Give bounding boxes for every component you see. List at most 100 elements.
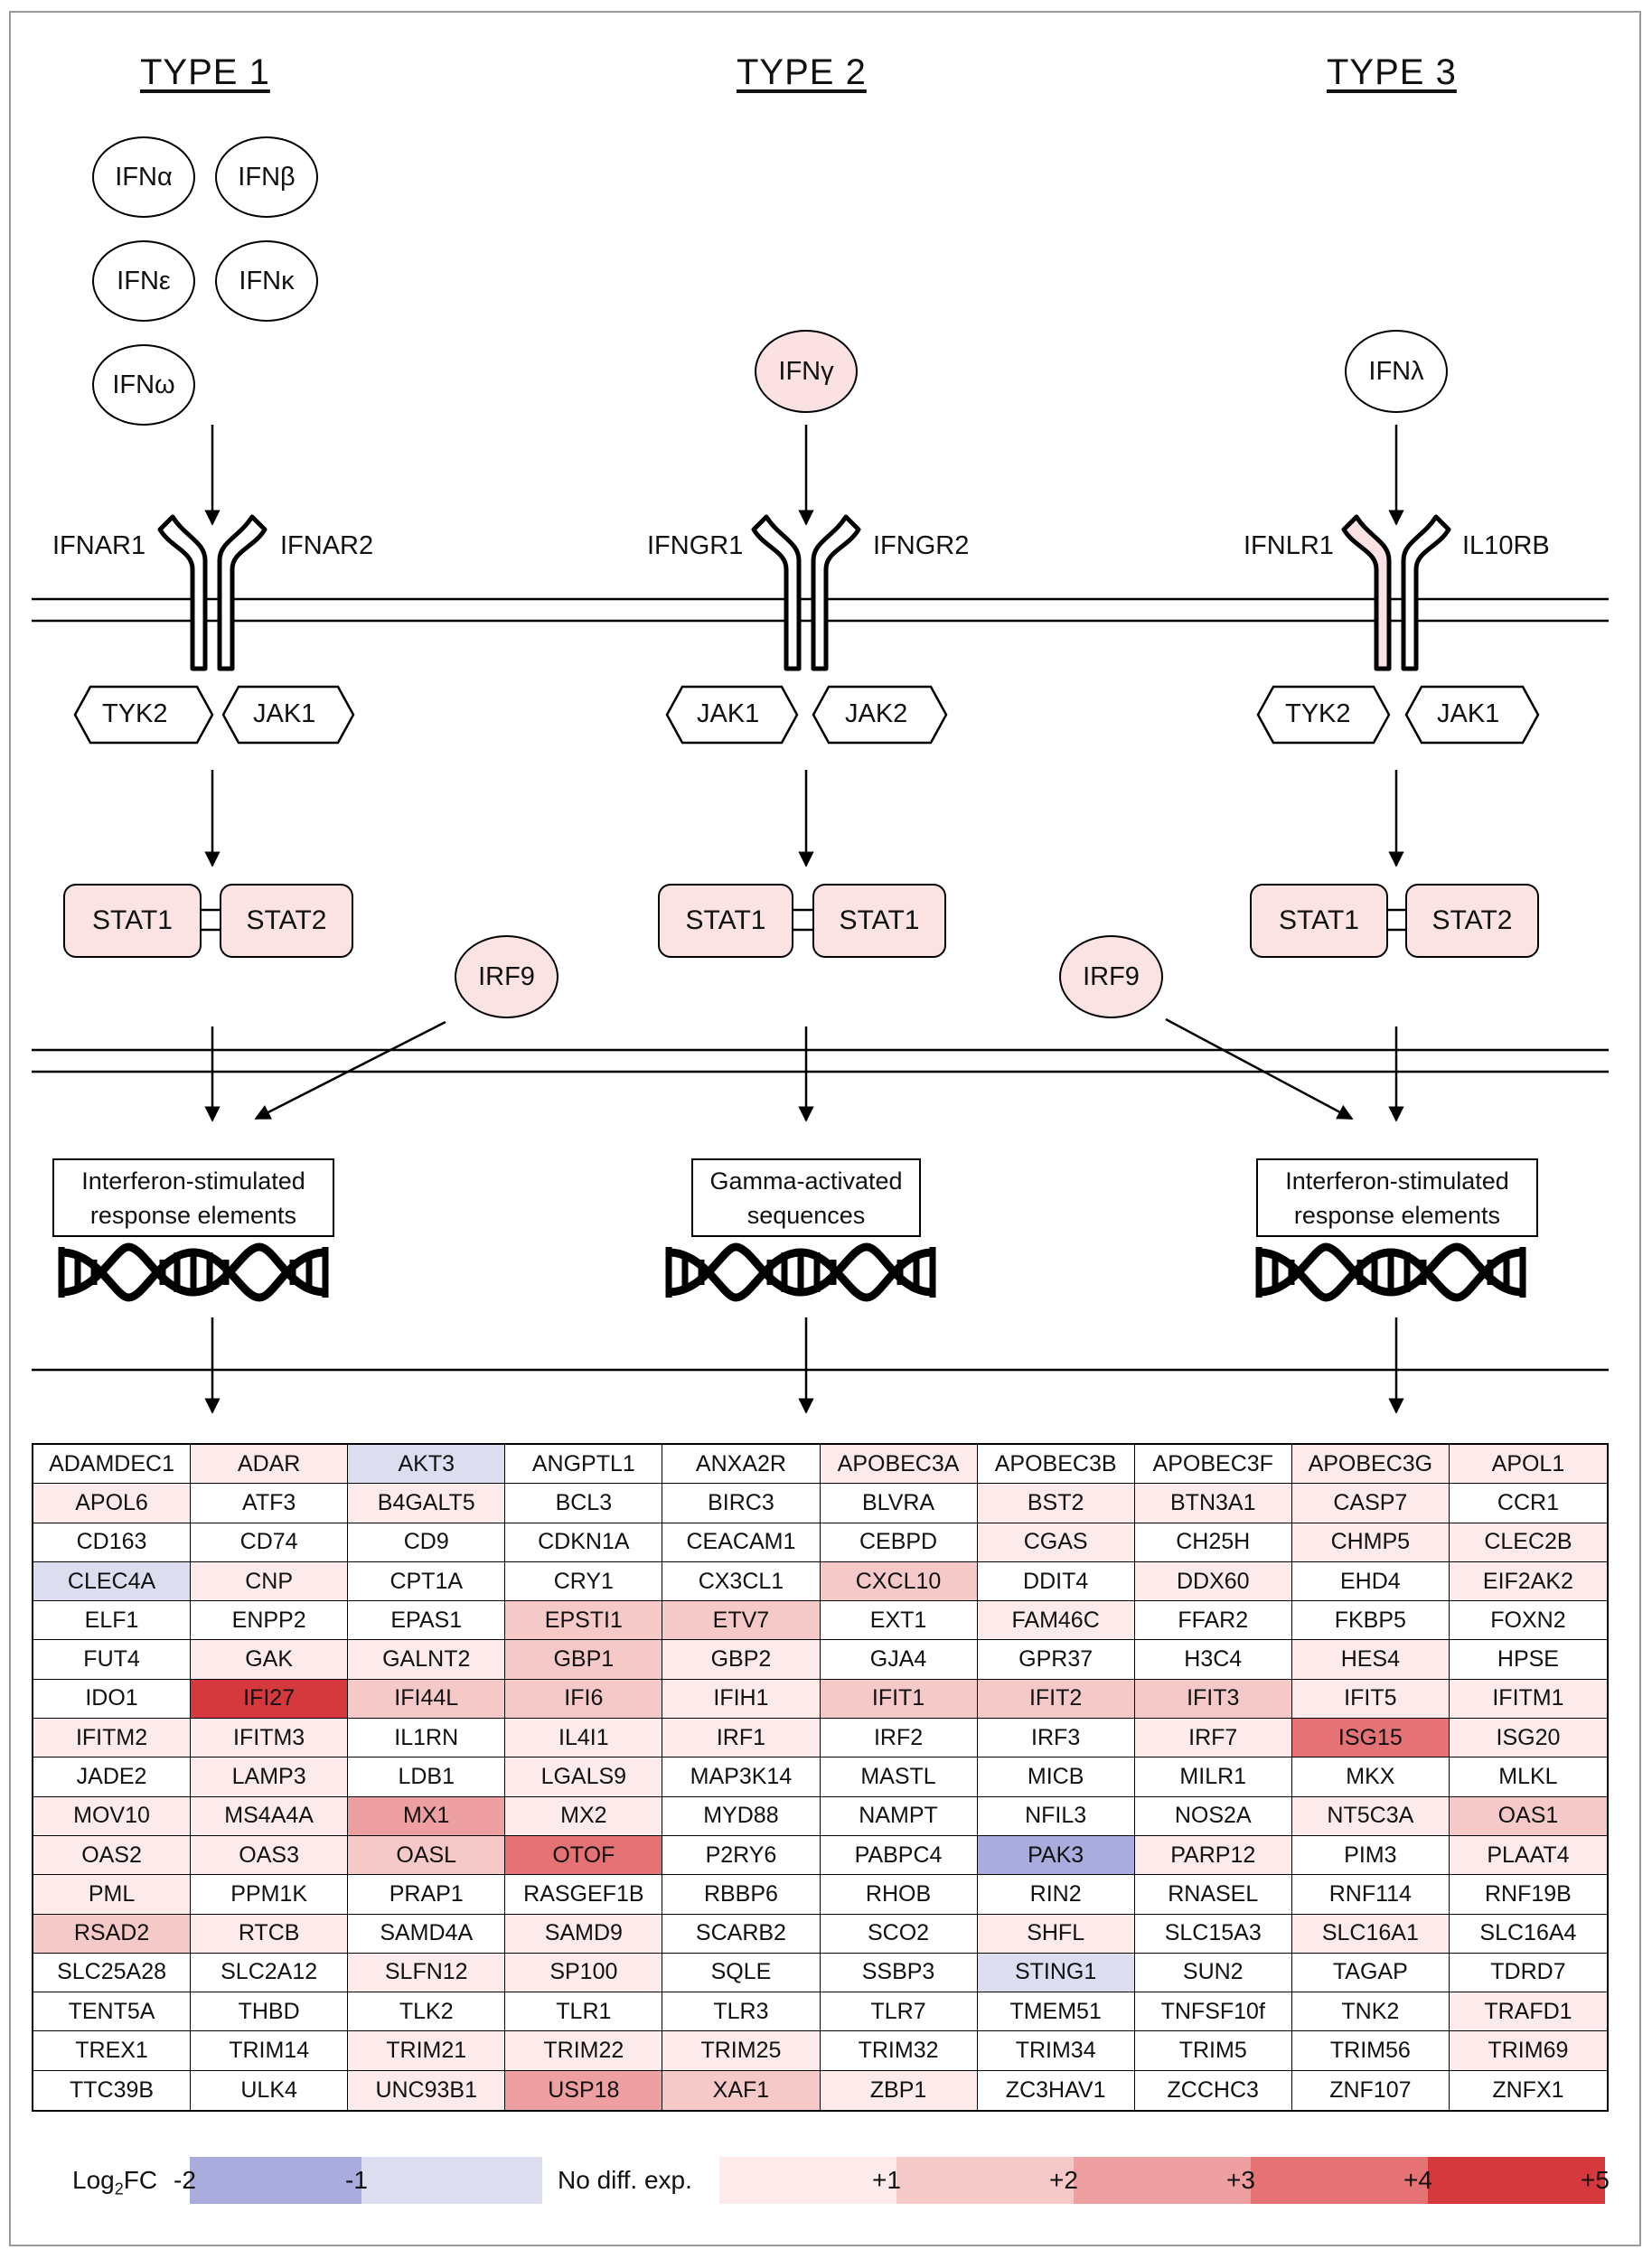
legend-segment-pos4	[1251, 2157, 1428, 2204]
stat-box: STAT1	[812, 884, 946, 958]
gene-cell: TRIM56	[1291, 2031, 1450, 2071]
stat-box: STAT1	[1250, 884, 1388, 958]
gene-cell: TLR1	[505, 1992, 663, 2032]
element-line: Interferon-stimulated	[81, 1167, 305, 1195]
gene-cell: JADE2	[33, 1758, 192, 1797]
gene-cell: NT5C3A	[1291, 1796, 1450, 1836]
gene-cell: NFIL3	[977, 1796, 1135, 1836]
gene-cell: TLK2	[348, 1992, 506, 2032]
gene-cell: TLR3	[662, 1992, 821, 2032]
gene-cell: CCR1	[1449, 1484, 1607, 1523]
element-line: Interferon-stimulated	[1285, 1167, 1509, 1195]
gene-cell: MX2	[505, 1796, 663, 1836]
receptor-label-ifnar1: IFNAR1	[52, 531, 146, 560]
color-legend: Log2FC No diff. exp. -2 -1 +1 +2 +3 +4 +…	[72, 2155, 1610, 2209]
gene-cell: FAM46C	[977, 1601, 1135, 1641]
irf9-node: IRF9	[1059, 935, 1163, 1018]
legend-tick: +3	[1226, 2166, 1255, 2194]
element-line: Gamma-activated	[709, 1167, 903, 1195]
gene-cell: APOL6	[33, 1484, 192, 1523]
stat-box: STAT2	[1405, 884, 1539, 958]
element-line: sequences	[746, 1201, 866, 1229]
gene-cell: FUT4	[33, 1640, 192, 1680]
gene-cell: MASTL	[820, 1758, 978, 1797]
gene-cell: EPSTI1	[505, 1601, 663, 1641]
kinase-label-jak1: JAK1	[253, 699, 316, 728]
gene-cell: PML	[33, 1875, 192, 1915]
type1-title: TYPE 1	[140, 52, 270, 92]
gene-cell: MYD88	[662, 1796, 821, 1836]
gene-cell: ISG20	[1449, 1719, 1607, 1758]
gene-cell: CX3CL1	[662, 1561, 821, 1602]
pathway-diagram	[32, 425, 1609, 1414]
receptor-label-ifngr1: IFNGR1	[647, 531, 744, 560]
gene-cell: GPR37	[977, 1640, 1135, 1680]
gene-cell: IFIT5	[1291, 1679, 1450, 1720]
gene-cell: RASGEF1B	[505, 1875, 663, 1915]
legend-tick: +4	[1403, 2166, 1432, 2194]
gene-cell: EPAS1	[348, 1601, 506, 1641]
gene-cell: EIF2AK2	[1449, 1561, 1607, 1602]
gene-cell: PAK3	[977, 1835, 1135, 1876]
gene-cell: CLEC2B	[1449, 1523, 1607, 1562]
gene-cell: FKBP5	[1291, 1601, 1450, 1641]
gene-cell: CNP	[191, 1561, 349, 1602]
dna-helix-icon	[61, 1247, 325, 1298]
kinase-label-jak1: JAK1	[697, 699, 760, 728]
gene-cell: RTCB	[191, 1914, 349, 1954]
gene-cell: BST2	[977, 1484, 1135, 1523]
irf9-node: IRF9	[455, 935, 558, 1018]
gene-cell: CD74	[191, 1523, 349, 1562]
legend-tick: +5	[1581, 2166, 1610, 2194]
gene-cell: SP100	[505, 1953, 663, 1993]
receptor-label-il10rb: IL10RB	[1462, 531, 1550, 560]
gene-cell: IL1RN	[348, 1719, 506, 1758]
gene-cell: THBD	[191, 1992, 349, 2032]
gene-cell: RHOB	[820, 1875, 978, 1915]
legend-no-diff-label: No diff. exp.	[558, 2166, 692, 2194]
ligand-ifn-beta: IFNβ	[215, 136, 318, 218]
gene-cell: EXT1	[820, 1601, 978, 1641]
gene-cell: TMEM51	[977, 1992, 1135, 2032]
stat-box: STAT1	[658, 884, 793, 958]
gene-cell: ADAR	[191, 1445, 349, 1485]
gene-cell: SHFL	[977, 1914, 1135, 1954]
gene-cell: ENPP2	[191, 1601, 349, 1641]
gene-cell: CD163	[33, 1523, 192, 1562]
gene-cell: PARP12	[1134, 1835, 1292, 1876]
legend-tick: -2	[174, 2166, 196, 2194]
kinase-label-tyk2: TYK2	[102, 699, 168, 728]
gene-cell: TNFSF10f	[1134, 1992, 1292, 2032]
gene-cell: LDB1	[348, 1758, 506, 1797]
type3-receptor	[1341, 514, 1451, 671]
receptor-label-ifnlr1: IFNLR1	[1244, 531, 1334, 560]
gene-cell: RBBP6	[662, 1875, 821, 1915]
gene-cell: DDIT4	[977, 1561, 1135, 1602]
gene-cell: OAS2	[33, 1835, 192, 1876]
element-line: response elements	[1293, 1201, 1501, 1229]
gene-cell: GALNT2	[348, 1640, 506, 1680]
receptor-label-ifnar2: IFNAR2	[280, 531, 374, 560]
gene-cell: TRIM21	[348, 2031, 506, 2071]
gene-cell: IFIT3	[1134, 1679, 1292, 1720]
gene-cell: SCO2	[820, 1914, 978, 1954]
gene-cell: CEBPD	[820, 1523, 978, 1562]
type2-title: TYPE 2	[737, 52, 867, 92]
gene-cell: ANGPTL1	[505, 1445, 663, 1485]
gene-cell: TDRD7	[1449, 1953, 1607, 1993]
gene-cell: TNK2	[1291, 1992, 1450, 2032]
gene-cell: CD9	[348, 1523, 506, 1562]
gene-cell: DDX60	[1134, 1561, 1292, 1602]
gene-cell: RSAD2	[33, 1914, 192, 1954]
gene-cell: SQLE	[662, 1953, 821, 1993]
gene-cell: TRIM32	[820, 2031, 978, 2071]
ligand-ifn-lambda: IFNλ	[1345, 330, 1448, 413]
gene-cell: LGALS9	[505, 1758, 663, 1797]
gene-cell: IFI44L	[348, 1679, 506, 1720]
gene-cell: CLEC4A	[33, 1561, 192, 1602]
gene-cell: TRIM5	[1134, 2031, 1292, 2071]
gene-cell: LAMP3	[191, 1758, 349, 1797]
gene-cell: RNASEL	[1134, 1875, 1292, 1915]
legend-segment-neg1	[361, 2157, 542, 2204]
gene-cell: IFIT2	[977, 1679, 1135, 1720]
